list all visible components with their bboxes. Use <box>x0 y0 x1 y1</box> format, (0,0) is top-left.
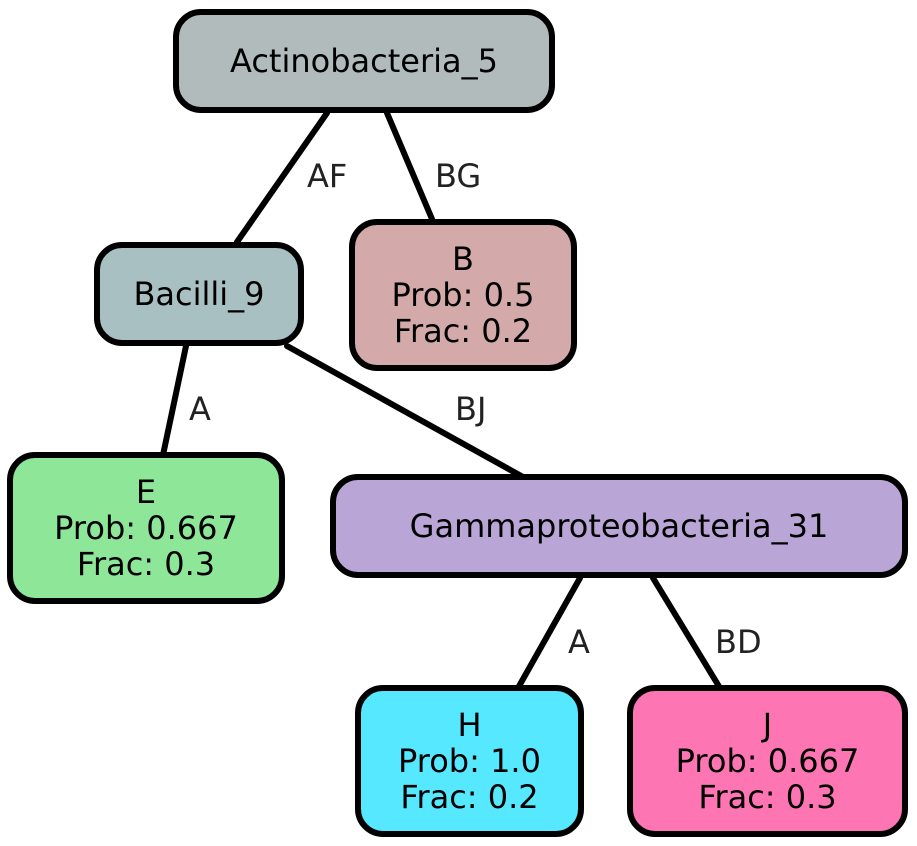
node-prob: Prob: 0.5 <box>391 276 535 314</box>
edge-label-a-gamma: A <box>568 623 590 661</box>
edge-actinobacteria-bacilli <box>234 110 330 245</box>
node-title: J <box>762 706 773 744</box>
node-h: H Prob: 1.0 Frac: 0.2 <box>355 685 584 837</box>
node-actinobacteria-5: Actinobacteria_5 <box>173 9 555 113</box>
edge-label-bj: BJ <box>455 390 486 428</box>
node-prob: Prob: 0.667 <box>54 509 238 547</box>
edge-label-a-bacilli: A <box>189 390 211 428</box>
node-title: Bacilli_9 <box>133 275 265 313</box>
edge-label-af: AF <box>307 157 347 195</box>
node-frac: Frac: 0.3 <box>698 778 837 816</box>
node-bacilli-9: Bacilli_9 <box>94 242 304 346</box>
node-title: B <box>452 240 474 278</box>
node-prob: Prob: 1.0 <box>398 742 541 780</box>
node-frac: Frac: 0.3 <box>76 545 216 583</box>
node-title: H <box>457 706 482 744</box>
node-frac: Frac: 0.2 <box>400 778 539 816</box>
edge-actinobacteria-b <box>384 110 435 222</box>
node-b: B Prob: 0.5 Frac: 0.2 <box>349 219 577 371</box>
node-e: E Prob: 0.667 Frac: 0.3 <box>7 452 285 604</box>
edge-gammaproteobacteria-j <box>650 575 723 691</box>
edge-bacilli-gammaproteobacteria <box>284 343 526 480</box>
edge-gammaproteobacteria-h <box>515 575 583 691</box>
node-frac: Frac: 0.2 <box>393 312 533 350</box>
node-title: E <box>135 473 157 511</box>
edge-label-bg: BG <box>435 157 481 195</box>
node-title: Gammaproteobacteria_31 <box>409 507 829 545</box>
node-title: Actinobacteria_5 <box>230 42 498 80</box>
edge-label-bd: BD <box>715 623 762 661</box>
node-gammaproteobacteria-31: Gammaproteobacteria_31 <box>330 474 908 578</box>
node-j: J Prob: 0.667 Frac: 0.3 <box>627 685 908 837</box>
edge-bacilli-e <box>160 343 189 458</box>
node-prob: Prob: 0.667 <box>675 742 860 780</box>
